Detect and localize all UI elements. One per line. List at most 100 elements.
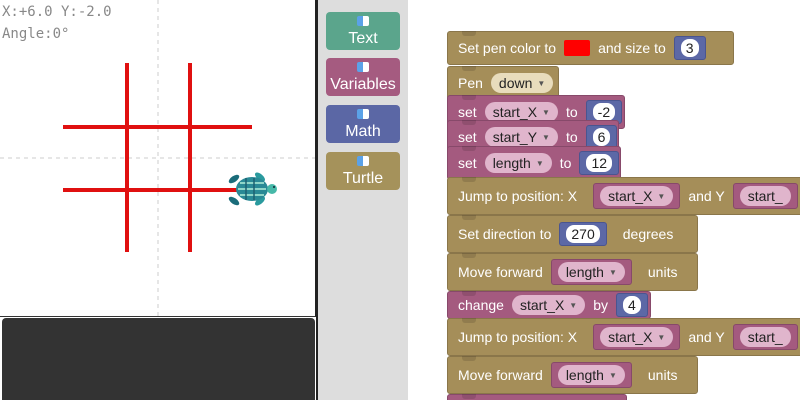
dropdown-value: start_X [608, 329, 653, 345]
number-value[interactable]: 3 [680, 39, 699, 57]
variable-slot[interactable]: start_ [732, 183, 798, 209]
block-text: set [458, 129, 477, 145]
pen-state-dropdown[interactable]: down ▼ [490, 73, 554, 93]
category-label: Math [345, 123, 381, 140]
block-text: degrees [622, 226, 674, 242]
block-toolbox: Text Variables Math Turtle [318, 0, 408, 400]
block-text: to [565, 104, 578, 120]
puzzle-icon [357, 16, 369, 26]
set-direction-block[interactable]: Set direction to 270 degrees [447, 215, 698, 253]
dropdown-arrow-icon: ▼ [535, 158, 544, 168]
turtle-canvas: X:+6.0 Y:-2.0 Angle:0° [0, 0, 317, 317]
dropdown-value: length [565, 264, 604, 280]
dropdown-arrow-icon: ▼ [542, 107, 550, 117]
variable-slot[interactable]: start_ [732, 324, 798, 350]
number-input[interactable]: 12 [579, 151, 620, 175]
block-text: to [565, 129, 578, 145]
block-text: to [559, 155, 572, 171]
variable-slot[interactable]: start_X ▼ [593, 183, 681, 209]
variable-dropdown[interactable]: length ▼ [484, 153, 552, 173]
block-text: set [458, 155, 477, 171]
block-text: Move forward [458, 367, 543, 383]
set-start-x-block[interactable]: set start_X ▼ to -2 [447, 95, 625, 129]
variable-dropdown[interactable]: start_X ▼ [600, 186, 674, 206]
block-text: Set pen color to [458, 40, 557, 56]
variable-slot[interactable]: length ▼ [550, 362, 632, 388]
category-text[interactable]: Text [326, 12, 400, 50]
dropdown-value: start_ [747, 329, 783, 345]
block-text: Move forward [458, 264, 543, 280]
puzzle-icon [357, 109, 369, 119]
pen-color-swatch[interactable] [564, 40, 591, 56]
category-label: Turtle [342, 170, 384, 187]
dropdown-arrow-icon: ▼ [542, 132, 550, 142]
dropdown-value: start_X [519, 297, 565, 313]
number-value[interactable]: 12 [586, 154, 613, 172]
dropdown-value: down [498, 75, 533, 91]
move-forward-block[interactable]: Move forward length ▼ units [447, 253, 698, 291]
output-panel [2, 318, 315, 400]
block-workspace[interactable]: Set pen color to and size to 3 Pen down ▼… [408, 0, 800, 400]
block-text: Pen [458, 75, 483, 91]
block-text: and Y [688, 188, 725, 204]
turtle-drawing [0, 0, 315, 316]
block-text: and Y [688, 329, 725, 345]
variable-dropdown[interactable]: start_Y ▼ [484, 127, 558, 147]
block-text: units [647, 367, 678, 383]
block-text: set [458, 104, 477, 120]
number-input[interactable]: 270 [559, 222, 607, 246]
panel-divider[interactable] [316, 0, 318, 400]
category-math[interactable]: Math [326, 105, 400, 143]
block-text: and size to [598, 40, 666, 56]
set-length-block[interactable]: set length ▼ to 12 [447, 146, 621, 180]
dropdown-value: start_X [608, 188, 653, 204]
pen-size-input[interactable]: 3 [673, 36, 706, 60]
dropdown-value: length [565, 367, 604, 383]
puzzle-icon [357, 156, 369, 166]
jump-to-position-block[interactable]: Jump to position: X start_X ▼ and Y start… [447, 318, 800, 356]
dropdown-value: start_Y [492, 129, 538, 145]
set-pen-color-block[interactable]: Set pen color to and size to 3 [447, 31, 734, 65]
variable-slot[interactable]: start_X ▼ [593, 324, 681, 350]
dropdown-value: start_X [492, 104, 538, 120]
variable-dropdown[interactable]: start_X ▼ [511, 295, 586, 315]
dropdown-arrow-icon: ▼ [657, 332, 666, 342]
category-label: Text [348, 30, 378, 47]
position-readout: X:+6.0 Y:-2.0 [2, 4, 112, 20]
number-value[interactable]: 4 [623, 296, 641, 314]
dropdown-value: length [492, 155, 531, 171]
number-value[interactable]: -2 [592, 103, 616, 121]
variable-dropdown[interactable]: length ▼ [557, 262, 625, 282]
block-text: Jump to position: X [458, 329, 578, 345]
variable-dropdown[interactable]: start_X ▼ [600, 327, 674, 347]
number-value[interactable]: 6 [592, 128, 611, 146]
category-label: Variables [330, 76, 396, 93]
puzzle-icon [357, 62, 369, 72]
move-forward-block[interactable]: Move forward length ▼ units [447, 356, 698, 394]
change-start-x-block[interactable]: change start_X ▼ by 4 [447, 291, 651, 319]
variable-dropdown[interactable]: start_ [739, 327, 791, 347]
variable-slot[interactable]: length ▼ [550, 259, 632, 285]
variable-dropdown[interactable]: start_X ▼ [484, 102, 558, 122]
number-input[interactable]: 4 [616, 293, 648, 317]
jump-to-position-block[interactable]: Jump to position: X start_X ▼ and Y start… [447, 177, 800, 215]
dropdown-arrow-icon: ▼ [569, 300, 578, 310]
dropdown-value: start_ [747, 188, 783, 204]
block-text: Jump to position: X [458, 188, 578, 204]
number-value[interactable]: 270 [566, 225, 600, 243]
dropdown-arrow-icon: ▼ [608, 267, 617, 277]
category-variables[interactable]: Variables [326, 58, 400, 96]
dropdown-arrow-icon: ▼ [608, 370, 617, 380]
angle-readout: Angle:0° [2, 26, 70, 42]
dropdown-arrow-icon: ▼ [657, 191, 666, 201]
turtle-icon [228, 172, 277, 206]
block-text: Set direction to [458, 226, 552, 242]
block-text: units [647, 264, 678, 280]
variable-dropdown[interactable]: start_ [739, 186, 791, 206]
block-text: change [458, 297, 504, 313]
block-text: by [593, 297, 609, 313]
partial-variable-block[interactable] [447, 394, 627, 400]
variable-dropdown[interactable]: length ▼ [557, 365, 625, 385]
dropdown-arrow-icon: ▼ [537, 78, 546, 88]
category-turtle[interactable]: Turtle [326, 152, 400, 190]
